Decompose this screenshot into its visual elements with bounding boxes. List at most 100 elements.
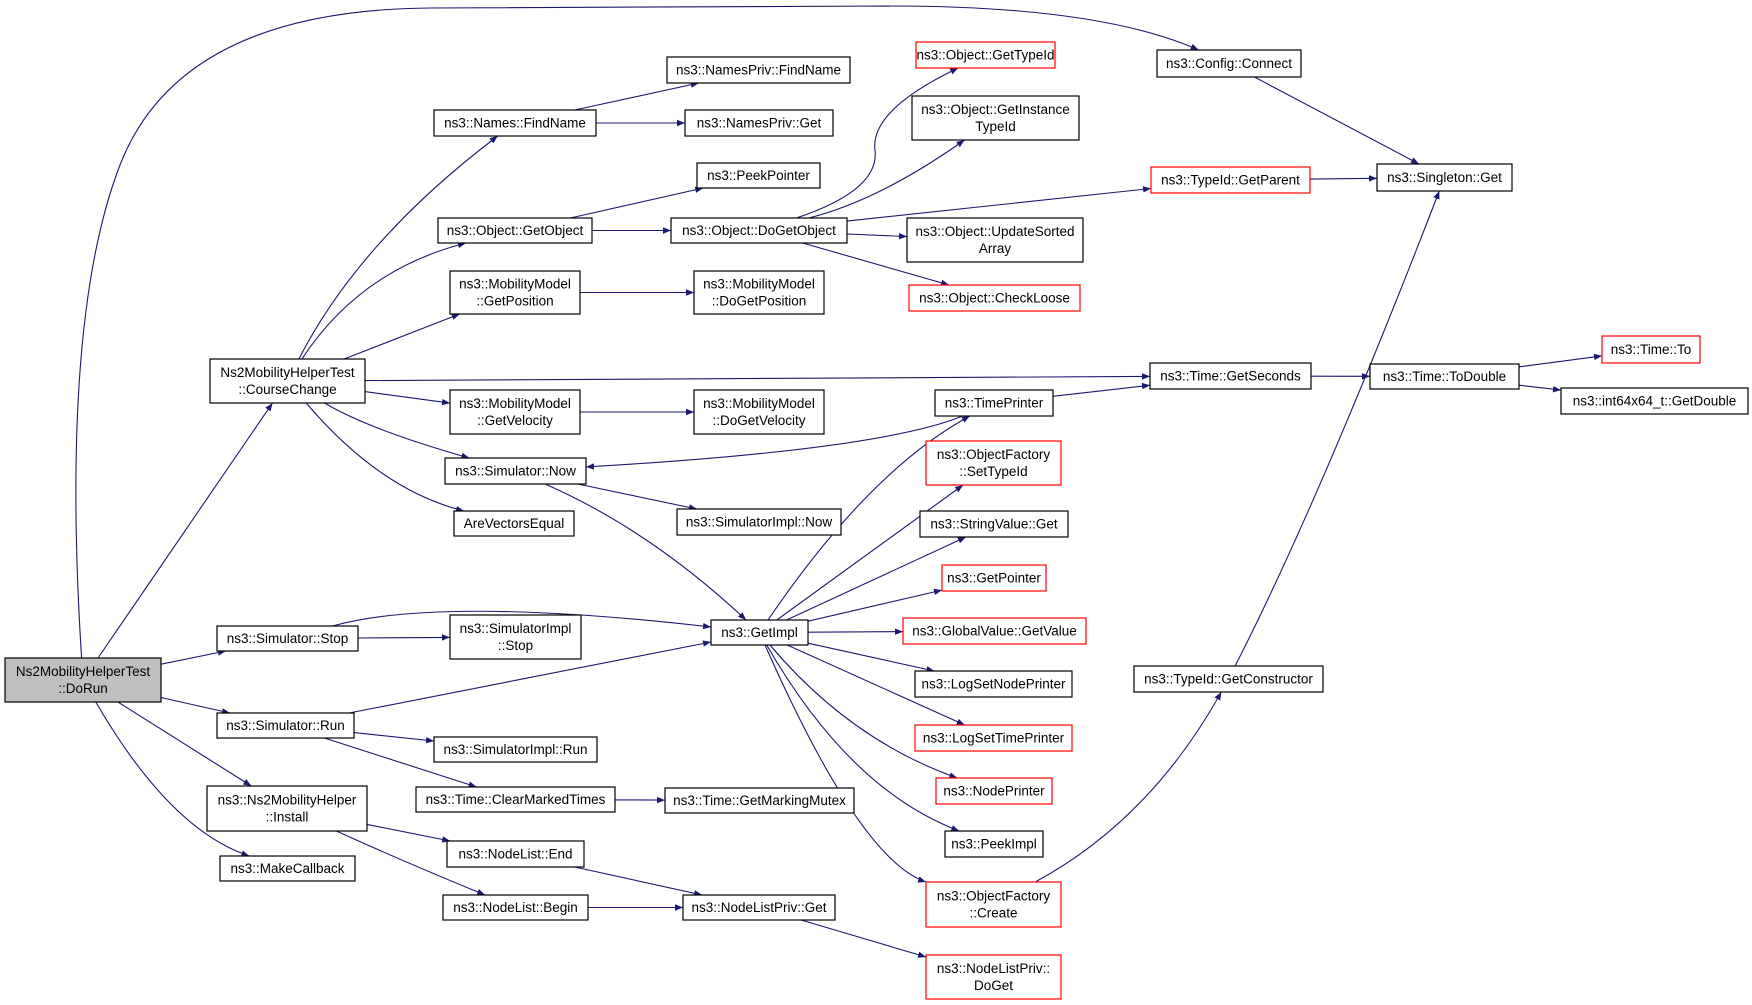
node-label: ns3::Names::FindName <box>444 116 586 131</box>
node-peekpointer[interactable]: ns3::PeekPointer <box>696 162 821 189</box>
node-box <box>1601 335 1701 364</box>
node-label: ns3::Simulator::Run <box>226 718 345 733</box>
node-singleton-get[interactable]: ns3::Singleton::Get <box>1376 163 1513 192</box>
edge-dorun-to-config_connect <box>75 5 1199 659</box>
node-nodeprinter[interactable]: ns3::NodePrinter <box>935 777 1053 805</box>
node-objfactory-create[interactable]: ns3::ObjectFactory::Create <box>925 881 1062 928</box>
node-sim-run[interactable]: ns3::Simulator::Run <box>216 712 355 739</box>
node-int64-getdouble[interactable]: ns3::int64x64_t::GetDouble <box>1560 387 1749 415</box>
node-getimpl[interactable]: ns3::GetImpl <box>710 619 809 646</box>
node-box <box>433 736 598 763</box>
node-box <box>666 56 851 84</box>
node-time-todouble[interactable]: ns3::Time::ToDouble <box>1369 363 1520 390</box>
node-mm-dogetvelocity[interactable]: ns3::MobilityModel::DoGetVelocity <box>693 389 825 435</box>
node-box <box>449 389 581 435</box>
node-label: ns3::LogSetTimePrinter <box>923 731 1065 746</box>
node-sim-stop[interactable]: ns3::Simulator::Stop <box>216 625 359 652</box>
node-objfactory-settypeid[interactable]: ns3::ObjectFactory::SetTypeId <box>925 440 1062 486</box>
node-box <box>1560 387 1749 415</box>
node-label: ns3::Config::Connect <box>1166 56 1292 71</box>
edge-getimpl-to-logsettimeprinter <box>786 644 965 726</box>
node-timeprinter[interactable]: ns3::TimePrinter <box>934 389 1054 417</box>
node-box <box>219 855 356 882</box>
node-box <box>664 787 855 814</box>
edge-objfactory_create-to-typeid_getconstructor <box>1034 691 1222 883</box>
node-time-clearmarked[interactable]: ns3::Time::ClearMarkedTimes <box>415 786 616 813</box>
node-mm-getvelocity[interactable]: ns3::MobilityModel::GetVelocity <box>449 389 581 435</box>
node-obj-checkloose[interactable]: ns3::Object::CheckLoose <box>908 284 1081 312</box>
node-box <box>449 614 582 660</box>
node-box <box>437 217 593 244</box>
node-box <box>925 881 1062 928</box>
node-nodelistpriv-get[interactable]: ns3::NodeListPriv::Get <box>682 894 836 921</box>
node-box <box>442 894 589 921</box>
edge-sim_now-to-simimpl_now <box>577 483 698 511</box>
node-label: ns3::ObjectFactory <box>937 889 1051 904</box>
node-time-getseconds[interactable]: ns3::Time::GetSeconds <box>1149 362 1312 390</box>
node-peekimpl[interactable]: ns3::PeekImpl <box>944 830 1044 858</box>
node-typeid-getparent[interactable]: ns3::TypeId::GetParent <box>1150 166 1311 194</box>
edge-time_todouble-to-int64_getdouble <box>1518 384 1562 393</box>
edge-nodelist_end-to-nodelistpriv_get <box>574 866 703 897</box>
node-sim-now[interactable]: ns3::Simulator::Now <box>444 457 587 485</box>
node-label: ::SetTypeId <box>959 464 1027 479</box>
node-label: TypeId <box>975 119 1016 134</box>
node-label: ::GetPosition <box>476 294 553 309</box>
node-label: ns3::NodeList::End <box>458 847 572 862</box>
node-simimpl-run[interactable]: ns3::SimulatorImpl::Run <box>433 736 598 763</box>
node-time-to[interactable]: ns3::Time::To <box>1601 335 1701 364</box>
node-label: ns3::LogSetNodePrinter <box>921 677 1066 692</box>
node-config-connect[interactable]: ns3::Config::Connect <box>1156 49 1302 78</box>
node-mm-getposition[interactable]: ns3::MobilityModel::GetPosition <box>449 270 581 315</box>
node-label: ::DoGetPosition <box>712 294 807 309</box>
node-obj-dogetobject[interactable]: ns3::Object::DoGetObject <box>670 217 848 244</box>
node-coursechange[interactable]: Ns2MobilityHelperTest::CourseChange <box>209 358 366 404</box>
node-box <box>914 670 1073 698</box>
node-box <box>696 162 821 189</box>
node-label: ns3::TypeId::GetConstructor <box>1144 672 1313 687</box>
node-box <box>4 657 162 703</box>
node-makecallback[interactable]: ns3::MakeCallback <box>219 855 356 882</box>
node-arevectorsequal[interactable]: AreVectorsEqual <box>453 510 575 537</box>
node-namespriv-get[interactable]: ns3::NamesPriv::Get <box>684 109 834 137</box>
node-names-findname[interactable]: ns3::Names::FindName <box>433 109 597 137</box>
node-box <box>209 358 366 404</box>
edge-coursechange-to-sim_now <box>324 402 470 459</box>
node-time-getmarkingmutex[interactable]: ns3::Time::GetMarkingMutex <box>664 787 855 814</box>
edge-dorun-to-sim_run <box>160 696 231 715</box>
node-label: ns3::Time::ClearMarkedTimes <box>426 792 606 807</box>
node-label: ::DoRun <box>58 681 108 696</box>
node-typeid-getconstructor[interactable]: ns3::TypeId::GetConstructor <box>1133 665 1324 693</box>
node-label: ns3::MakeCallback <box>230 861 344 876</box>
node-box <box>919 510 1069 538</box>
node-label: ns3::MobilityModel <box>459 396 571 411</box>
node-obj-gettypeid[interactable]: ns3::Object::GetTypeId <box>915 41 1056 69</box>
node-nodelistpriv-doget[interactable]: ns3::NodeListPriv::DoGet <box>925 954 1062 1000</box>
node-mm-dogetposition[interactable]: ns3::MobilityModel::DoGetPosition <box>693 270 825 315</box>
node-stringvalue-get[interactable]: ns3::StringValue::Get <box>919 510 1069 538</box>
edge-getimpl-to-getpointer <box>807 588 943 622</box>
node-dorun[interactable]: Ns2MobilityHelperTest::DoRun <box>4 657 162 703</box>
node-logsettimeprinter[interactable]: ns3::LogSetTimePrinter <box>914 724 1073 752</box>
node-box <box>433 109 597 137</box>
node-box <box>446 840 585 868</box>
edge-config_connect-to-singleton_get <box>1254 76 1420 165</box>
node-box <box>911 95 1080 141</box>
node-box <box>710 619 809 646</box>
node-simimpl-now[interactable]: ns3::SimulatorImpl::Now <box>676 508 842 536</box>
node-box <box>206 785 368 832</box>
node-box <box>444 457 587 485</box>
node-nodelist-begin[interactable]: ns3::NodeList::Begin <box>442 894 589 921</box>
node-nodelist-end[interactable]: ns3::NodeList::End <box>446 840 585 868</box>
node-label: ns3::Object::UpdateSorted <box>915 224 1074 239</box>
node-simimpl-stop[interactable]: ns3::SimulatorImpl::Stop <box>449 614 582 660</box>
node-ns2install[interactable]: ns3::Ns2MobilityHelper::Install <box>206 785 368 832</box>
node-namespriv-findname[interactable]: ns3::NamesPriv::FindName <box>666 56 851 84</box>
node-getpointer[interactable]: ns3::GetPointer <box>941 564 1047 592</box>
node-logsetnodeprinter[interactable]: ns3::LogSetNodePrinter <box>914 670 1073 698</box>
node-obj-getobject[interactable]: ns3::Object::GetObject <box>437 217 593 244</box>
node-globalvalue-getvalue[interactable]: ns3::GlobalValue::GetValue <box>902 617 1087 645</box>
